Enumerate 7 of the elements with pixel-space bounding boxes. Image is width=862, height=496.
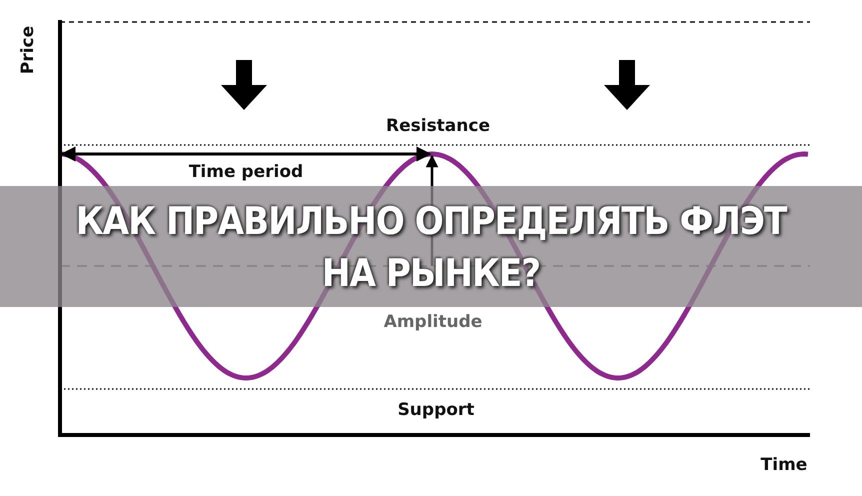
axis-label: Price: [18, 26, 38, 74]
chart-label: Amplitude: [384, 312, 482, 332]
title-banner: КАК ПРАВИЛЬНО ОПРЕДЕЛЯТЬ ФЛЭТ НА РЫНКЕ?: [0, 186, 862, 307]
chart-label: Support: [398, 400, 474, 420]
chart-label: Resistance: [386, 116, 490, 136]
chart-label: Time period: [188, 162, 304, 182]
axis-label: Time: [760, 455, 808, 475]
